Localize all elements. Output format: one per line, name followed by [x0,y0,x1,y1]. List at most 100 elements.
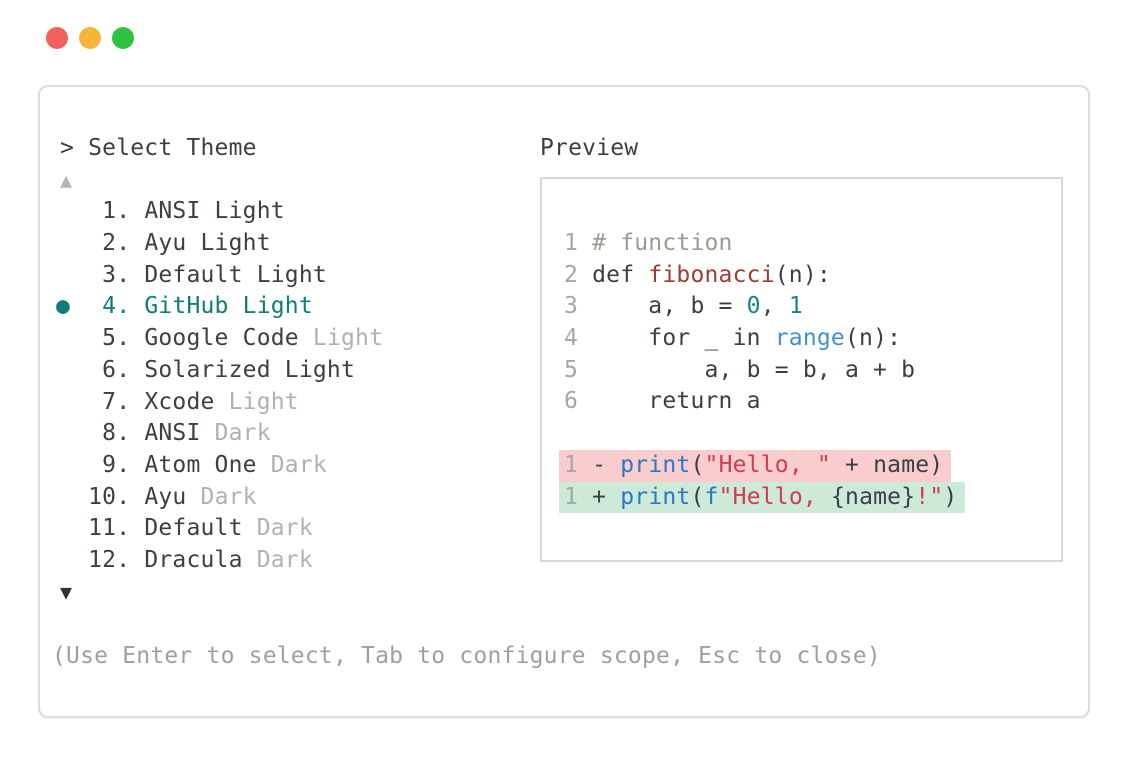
code-line: 6 return a [564,386,761,418]
code-line: 3 a, b = 0, 1 [564,291,803,323]
code-token-number: 1 [788,293,803,320]
theme-item-atom-one-dark[interactable]: 9. Atom One Dark [60,450,383,482]
code-token-text: + [592,483,621,510]
scroll-up-indicator[interactable]: ▲ [60,167,73,192]
code-token-print: f [704,483,719,510]
code-token-number: 0 [746,293,761,320]
item-marker [56,547,84,573]
code-token-text: ( [690,451,705,478]
code-token-string: "Hello, " [704,451,831,478]
theme-item-ansi-light[interactable]: 1. ANSI Light [60,196,383,228]
code-token-text: + name) [830,451,944,478]
item-marker [56,484,84,510]
theme-item-label: ANSI Light [144,198,285,225]
code-token-text: a, b = [592,293,747,320]
theme-item-label: ANSI [144,420,201,447]
theme-item-variant-label: Dark [256,451,327,478]
theme-item-variant-label: Dark [242,515,313,542]
select-theme-prompt: > Select Theme [60,135,257,161]
code-token-text: ) [943,483,958,510]
traffic-lights [46,27,134,49]
code-token-text: - [592,451,621,478]
zoom-button[interactable] [112,27,134,49]
theme-item-dracula-dark[interactable]: 12. Dracula Dark [60,545,383,577]
code-token-print: print [620,483,691,510]
code-token-string: !" [915,483,944,510]
theme-item-label: Xcode [144,388,215,415]
code-token-text: (n): [844,325,902,352]
theme-item-ayu-dark[interactable]: 10. Ayu Dark [60,482,383,514]
code-token-print: print [620,451,691,478]
theme-item-label: Atom One [144,451,257,478]
theme-item-label: Default Light [144,261,327,288]
diff-removed-line: 1 - print("Hello, " + name) [559,449,952,482]
preview-label: Preview [540,135,639,161]
close-button[interactable] [46,27,68,49]
theme-item-number: 9. [88,451,145,478]
code-token-comment: # function [592,230,733,256]
code-line: 1 # function [564,228,733,260]
line-number: 6 [564,388,593,415]
minimize-button[interactable] [79,27,101,49]
code-token-text: return a [592,388,761,415]
theme-item-variant-label: Light [298,325,384,352]
theme-item-label: Ayu [144,483,187,510]
theme-item-number: 12. [88,546,145,573]
theme-item-solarized-light[interactable]: 6. Solarized Light [60,355,383,387]
line-number: 1 [564,230,593,256]
code-token-text: a, b = b, a + b [592,356,916,383]
line-number: 1 [564,483,593,510]
theme-item-variant-label: Dark [186,483,257,510]
theme-item-number: 10. [88,483,145,510]
theme-item-number: 8. [88,420,145,447]
code-token-range: range [774,325,845,352]
theme-item-label: Default [144,515,243,542]
code-line: 2 def fibonacci(n): [564,260,831,292]
diff-added-line: 1 + print(f"Hello, {name}!") [559,481,966,514]
theme-item-label: Solarized Light [144,356,356,383]
help-text: (Use Enter to select, Tab to configure s… [52,643,881,669]
line-number: 5 [564,356,593,383]
item-marker [56,452,84,478]
code-line: 4 for _ in range(n): [564,323,901,355]
code-token-text: , [760,293,789,320]
theme-item-default-dark[interactable]: 11. Default Dark [60,513,383,545]
code-token-text: def [592,261,649,288]
code-line: 5 a, b = b, a + b [564,355,915,387]
theme-item-label: Google Code [144,325,299,352]
theme-item-number: 3. [88,261,145,288]
code-token-text: for _ in [592,325,775,352]
theme-item-number: 11. [88,515,145,542]
theme-item-label: Ayu Light [144,230,271,257]
theme-item-number: 2. [88,230,145,257]
theme-item-google-code-light[interactable]: 5. Google Code Light [60,323,383,355]
theme-item-number: 6. [88,356,145,383]
selected-item-marker: ● [56,293,85,320]
code-token-string: "Hello, [718,483,831,510]
theme-item-number: 4. [88,293,145,320]
item-marker [56,262,84,288]
code-token-func: fibonacci [648,261,775,288]
theme-item-ansi-dark[interactable]: 8. ANSI Dark [60,418,383,450]
item-marker [56,389,84,415]
theme-item-default-light[interactable]: 3. Default Light [60,260,383,292]
code-line [564,418,578,450]
line-number: 2 [564,261,593,288]
item-marker [56,198,84,224]
theme-item-variant-label: Dark [200,420,271,447]
scroll-down-indicator[interactable]: ▼ [60,579,73,604]
theme-item-variant-label: Light [214,388,299,415]
theme-picker-window: > Select Theme ▲ 1. ANSI Light 2. Ayu Li… [38,85,1090,718]
theme-item-xcode-light[interactable]: 7. Xcode Light [60,387,383,419]
theme-item-ayu-light[interactable]: 2. Ayu Light [60,228,383,260]
theme-item-label: GitHub Light [144,293,313,320]
theme-item-variant-label: Dark [242,546,313,573]
code-token-text: {name} [830,483,916,510]
item-marker [56,230,84,256]
line-number: 1 [564,451,593,478]
theme-item-github-light[interactable]: ● 4. GitHub Light [56,291,383,323]
theme-list: > Select Theme ▲ 1. ANSI Light 2. Ayu Li… [56,133,383,608]
line-number: 3 [564,293,593,320]
